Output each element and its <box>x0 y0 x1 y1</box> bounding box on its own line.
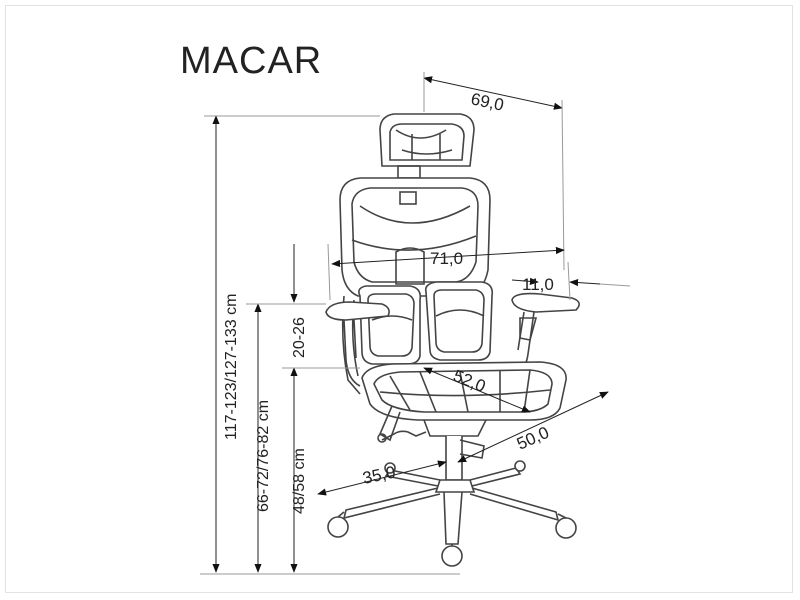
dim-line-base-radius <box>317 460 447 496</box>
label-headrest-adjust: 20-26 <box>291 317 308 358</box>
label-arm-height: 66-72/76-82 cm <box>255 400 272 512</box>
dimension-lines <box>200 72 631 575</box>
label-width-top: 69,0 <box>469 89 505 114</box>
dim-line-arm-depth-right <box>569 278 601 287</box>
extension-line <box>567 261 571 301</box>
label-seat-height: 48/58 cm <box>291 448 308 514</box>
headrest <box>379 113 475 179</box>
star-base <box>327 460 577 567</box>
dim-line-seat-width <box>457 391 609 463</box>
extension-line <box>599 283 631 287</box>
extension-line <box>561 99 565 271</box>
label-total-height: 117-123/127-133 cm <box>223 294 240 440</box>
left-armrest <box>325 301 390 387</box>
extension-line <box>327 243 331 301</box>
label-arm-width: 71,0 <box>430 249 463 268</box>
image-frame <box>5 5 793 593</box>
chair-illustration <box>325 113 580 567</box>
label-base-radius: 35,0 <box>361 462 397 487</box>
dim-line-arm-depth-left <box>511 277 539 285</box>
backrest <box>339 177 494 395</box>
label-seat-width: 50,0 <box>514 423 552 454</box>
dim-line-arm-width <box>331 246 565 268</box>
dim-line-width-top <box>423 76 563 110</box>
product-title: MACAR <box>180 40 323 82</box>
label-arm-depth: 11,0 <box>522 275 554 294</box>
